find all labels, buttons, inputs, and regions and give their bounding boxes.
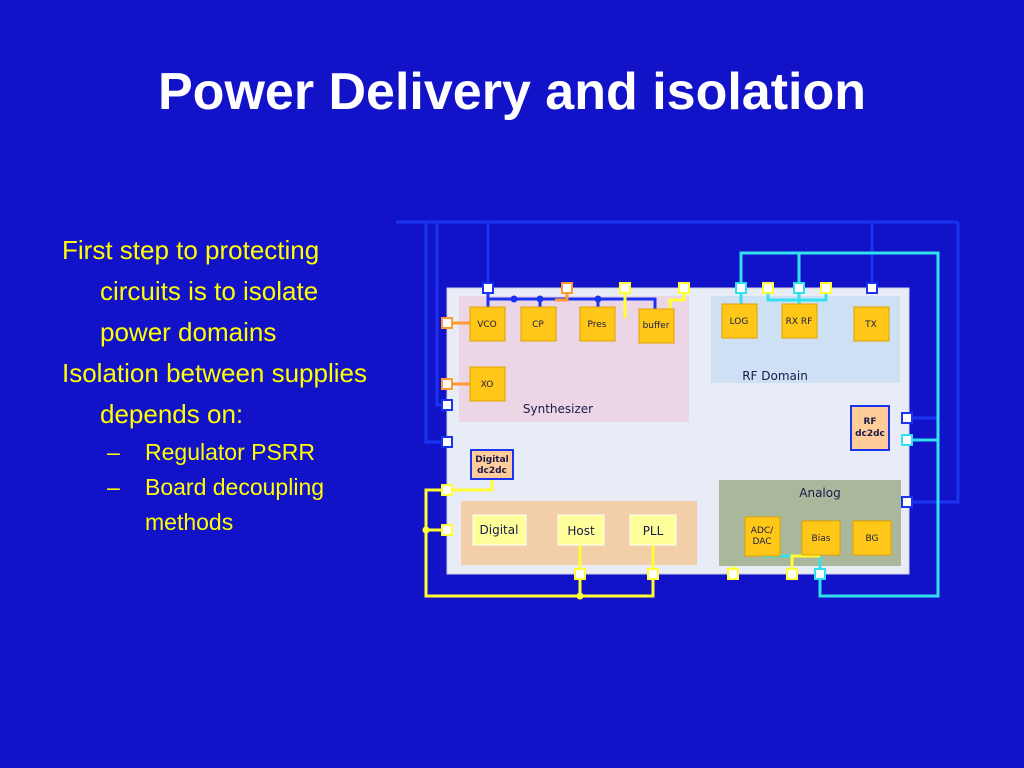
pres-block	[579, 306, 616, 342]
tx-block	[853, 306, 890, 342]
sub-bullet-text: Board decoupling methods	[145, 474, 325, 535]
digital-blocks	[472, 514, 677, 546]
bullet-item: First step to protecting circuits is to …	[62, 235, 320, 347]
vco-block	[469, 306, 506, 342]
cp-label: CP	[532, 320, 544, 330]
rf-domain-label: RF Domain	[742, 369, 808, 383]
bias-label: Bias	[812, 534, 831, 544]
digital-dc2dc-block	[470, 449, 514, 480]
pins	[441, 282, 913, 580]
rxrf-label: RX RF	[786, 317, 813, 327]
sub-bullet-item: –Regulator PSRR	[62, 435, 372, 470]
dash-glyph: –	[107, 439, 120, 465]
digital-dc2dc-label-line1: Digital	[475, 455, 509, 465]
xo-label: XO	[481, 380, 494, 390]
tx-label: TX	[864, 320, 877, 330]
rf-dc2dc-label-line1: RF	[863, 417, 876, 427]
analog-label: Analog	[799, 486, 840, 500]
yellow-junctions	[422, 526, 584, 600]
bullet-item: Isolation between supplies depends on:	[62, 358, 367, 429]
dash-glyph: –	[107, 474, 120, 500]
rf-dc2dc-label-line2: dc2dc	[855, 429, 885, 439]
pres-label: Pres	[588, 320, 607, 330]
log-label: LOG	[730, 317, 749, 327]
adc-label-line1: ADC/	[751, 526, 774, 536]
cp-block	[520, 306, 557, 342]
rf-dc2dc-block	[850, 405, 890, 451]
vco-label: VCO	[477, 320, 497, 330]
buffer-label: buffer	[643, 321, 670, 331]
blue-junctions	[510, 295, 602, 303]
synthesizer-label: Synthesizer	[523, 402, 593, 416]
xo-block	[469, 366, 506, 402]
host-label: Host	[567, 524, 595, 538]
log-block	[721, 303, 758, 339]
bullet-list: First step to protecting circuits is to …	[62, 230, 372, 540]
rxrf-block	[781, 303, 818, 339]
buffer-block	[638, 308, 675, 344]
slide-title: Power Delivery and isolation	[158, 63, 866, 121]
sub-bullet-item: –Board decoupling methods	[62, 470, 372, 540]
digital-block	[472, 514, 527, 546]
pll-label: PLL	[643, 524, 664, 538]
adc-block	[744, 516, 781, 557]
bg-block	[852, 520, 892, 556]
block-shapes	[469, 303, 892, 557]
digital-label: Digital	[480, 523, 519, 537]
sub-bullet-text: Regulator PSRR	[145, 439, 316, 465]
digital-dc2dc-label-line2: dc2dc	[477, 466, 507, 476]
bg-label: BG	[866, 534, 879, 544]
host-block	[557, 514, 605, 546]
pll-block	[629, 514, 677, 546]
bias-block	[801, 520, 841, 556]
adc-label-line2: DAC	[752, 537, 771, 547]
